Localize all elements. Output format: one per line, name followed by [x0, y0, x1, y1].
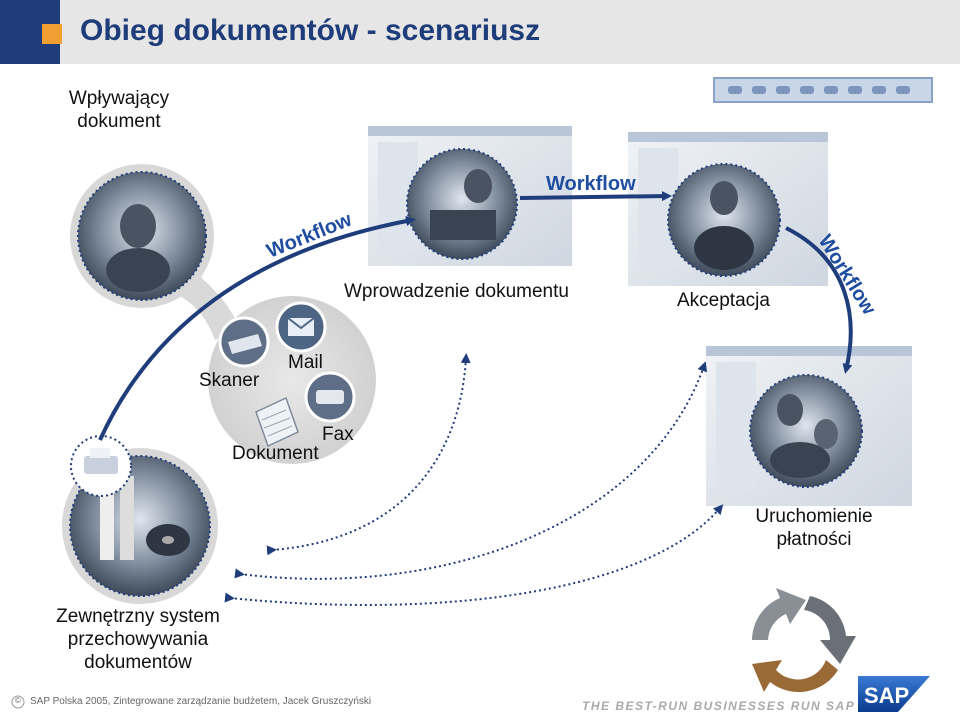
- workflow-arrow-3: [785, 226, 853, 374]
- incoming-label-line-2: dokument: [77, 110, 161, 132]
- entry-person-photo: [406, 148, 518, 260]
- archive-label-line-2: przechowywania: [67, 628, 209, 650]
- fax-machine-icon: [70, 435, 132, 497]
- footer-text: SAP Polska 2005, Zintegrowane zarządzani…: [30, 696, 372, 707]
- archive-label-line-3: dokumentów: [84, 651, 192, 673]
- entry-label: Wprowadzenie dokumentu: [344, 281, 569, 302]
- payment-people-photo: [749, 374, 863, 488]
- cycle-icon: [752, 588, 856, 693]
- approval-person-photo: [667, 163, 781, 277]
- film-strip-decoration: [713, 77, 933, 103]
- mail-icon: [275, 301, 327, 353]
- sap-logo: SAP: [858, 676, 930, 712]
- scanner-icon: [218, 316, 270, 368]
- fax-icon: [304, 371, 356, 423]
- approval-label: Akceptacja: [677, 290, 770, 311]
- incoming-label-line-1: Wpływający: [68, 88, 170, 109]
- archive-label-line-1: Zewnętrzny system: [56, 606, 220, 627]
- workflow-arrow-2: [519, 191, 672, 202]
- archive-payment-link: [224, 504, 724, 606]
- incoming-person-photo: [70, 164, 214, 308]
- fax-label: Fax: [322, 424, 354, 445]
- workflow-arrow-1: [98, 216, 416, 441]
- sap-logo-text: SAP: [864, 683, 909, 708]
- payment-label-line-1: Uruchomienie: [755, 506, 873, 527]
- workflow-label-2: Workflow: [546, 173, 636, 195]
- scanner-label: Skaner: [199, 370, 260, 391]
- mail-label: Mail: [288, 352, 323, 373]
- payment-label: Uruchomienie płatności: [744, 506, 884, 552]
- header-bar: [0, 0, 960, 64]
- document-label: Dokument: [232, 443, 319, 464]
- incoming-document-label: Wpływający dokument: [54, 88, 184, 134]
- payment-label-line-2: płatności: [776, 528, 852, 550]
- page-title: Obieg dokumentów - scenariusz: [80, 14, 541, 47]
- archive-label: Zewnętrzny system przechowywania dokumen…: [38, 606, 238, 674]
- sap-slogan: THE BEST-RUN BUSINESSES RUN SAP: [582, 699, 856, 713]
- header-accent-square: [42, 24, 62, 44]
- copyright-circle: [11, 695, 25, 709]
- copyright-symbol: ©: [15, 696, 21, 705]
